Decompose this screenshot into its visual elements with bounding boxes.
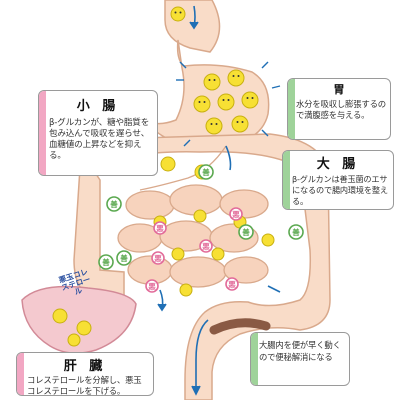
bad-bacteria-glyph: 悪: [148, 282, 156, 291]
callout-title: 小 腸: [76, 99, 120, 114]
bad-bacteria-glyph: 悪: [228, 280, 236, 289]
rectum-segment: [209, 318, 271, 335]
callout-small-intestine: 小 腸 β-グルカンが、糖や脂質を包み込んで吸収を遅らせ、血糖値の上昇などを抑え…: [38, 90, 158, 176]
good-bacteria-markers: [98, 164, 304, 270]
bad-bacteria-glyph: 悪: [202, 242, 210, 251]
callout-text: コレステロールを分解し、悪玉コレステロールを下げる。: [27, 375, 142, 396]
callout-text: 大腸内を便が早く動くので便秘解消になる: [259, 340, 341, 362]
callout-title: 胃: [333, 83, 345, 96]
good-bacteria-glyph: 善: [120, 253, 128, 263]
callout-accent: [283, 151, 290, 209]
callout-stomach: 胃 水分を吸収し膨張するので満腹感を与える。: [287, 78, 391, 140]
smiley-faces: [52, 6, 275, 347]
callout-text: β-グルカンは善玉菌のエサになるので腸内環境を整える。: [292, 174, 388, 206]
callout-accent: [17, 353, 24, 395]
stomach-swell-marks: [176, 61, 281, 147]
bad-bacteria-glyph: 悪: [156, 224, 164, 233]
bad-bacteria-glyph: 悪: [232, 210, 240, 219]
flow-arrows: [157, 5, 281, 396]
callout-accent: [288, 79, 295, 139]
callout-text: 水分を吸収し膨張するので満腹感を与える。: [296, 99, 386, 120]
bad-bacteria-markers: [145, 207, 243, 293]
callout-accent: [39, 91, 46, 175]
callout-title: 大 腸: [316, 157, 360, 172]
good-bacteria-glyph: 善: [242, 227, 250, 237]
good-bacteria-glyph: 善: [292, 227, 300, 237]
liver-organ: [21, 285, 137, 354]
callout-accent: [251, 333, 258, 385]
good-bacteria-glyph: 善: [102, 257, 110, 267]
good-bacteria-glyph: 善: [110, 199, 118, 209]
bad-bacteria-glyph: 悪: [154, 254, 162, 263]
good-bacteria-glyph: 善: [202, 167, 210, 177]
callout-text: β-グルカンが、糖や脂質を包み込んで吸収を遅らせ、血糖値の上昇などを抑える。: [49, 118, 150, 161]
callout-large-intestine: 大 腸 β-グルカンは善玉菌のエサになるので腸内環境を整える。: [282, 150, 394, 210]
callout-title: 肝 臓: [63, 359, 107, 374]
callout-bowel-movement: 大腸内を便が早く動くので便秘解消になる: [250, 332, 350, 386]
callout-liver: 肝 臓 コレステロールを分解し、悪玉コレステロールを下げる。: [16, 352, 154, 396]
smiley-eyes: [174, 11, 254, 125]
